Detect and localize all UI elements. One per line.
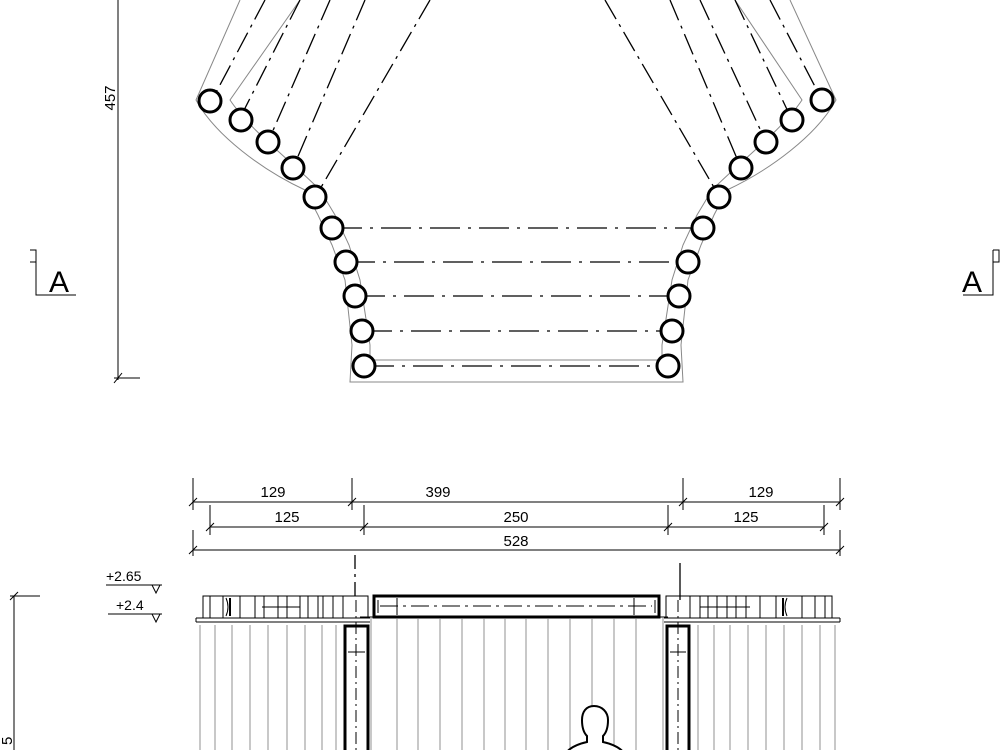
plan-left-dashdot-lines	[211, 0, 431, 197]
section-mark-right-label: A	[962, 266, 982, 299]
section-mark-right: A	[962, 249, 1000, 299]
column-circle	[333, 249, 359, 275]
roof-band-left	[195, 595, 370, 623]
dimension-lines	[188, 478, 845, 556]
plan-inner-outline	[229, 0, 803, 361]
central-beam	[360, 594, 668, 619]
elevation-view: 129 399 129 125 250 125 528 +2.65 +2.4 5	[0, 478, 845, 750]
left-height-dimension	[9, 591, 40, 750]
left-height-dim-label: 5	[0, 737, 16, 745]
column-circle	[706, 184, 732, 210]
section-mark-left: A	[30, 249, 76, 299]
column-circle	[675, 249, 701, 275]
posts	[343, 600, 691, 750]
plan-height-dim-label: 457	[102, 85, 119, 110]
column-circle	[197, 88, 223, 114]
dim-mid-left: 125	[274, 509, 299, 526]
dim-mid-center: 250	[503, 509, 528, 526]
plan-horizontal-dashdot-lines	[332, 227, 703, 367]
column-circle	[351, 353, 377, 379]
column-circle	[319, 215, 345, 241]
plan-columns	[197, 87, 835, 379]
level-markers	[106, 584, 162, 624]
column-circle	[655, 353, 681, 379]
plan-outer-outline	[195, 0, 837, 383]
dim-mid-right: 125	[733, 509, 758, 526]
plan-view: 457 A A	[30, 0, 1000, 384]
column-circle	[342, 283, 368, 309]
dim-top-right: 129	[748, 484, 773, 501]
column-circle	[349, 318, 375, 344]
column-circle	[302, 184, 328, 210]
plan-height-dimension	[113, 0, 140, 384]
roof-band-right	[664, 595, 841, 623]
level-lower-label: +2.4	[116, 597, 144, 613]
column-circle	[666, 283, 692, 309]
plan-right-dashdot-lines	[604, 0, 823, 197]
human-figure	[567, 704, 623, 750]
level-upper-label: +2.65	[106, 568, 142, 584]
section-mark-left-label: A	[49, 266, 69, 299]
column-circle	[690, 215, 716, 241]
column-circle	[809, 87, 835, 113]
dim-top-center: 399	[425, 484, 450, 501]
column-circle	[280, 155, 306, 181]
background-slats	[199, 618, 836, 750]
column-circle	[659, 318, 685, 344]
column-circle	[779, 107, 805, 133]
column-circle	[228, 107, 254, 133]
dim-overall: 528	[503, 533, 528, 550]
dim-top-left: 129	[260, 484, 285, 501]
column-circle	[255, 129, 281, 155]
column-circle	[728, 155, 754, 181]
column-circle	[753, 129, 779, 155]
